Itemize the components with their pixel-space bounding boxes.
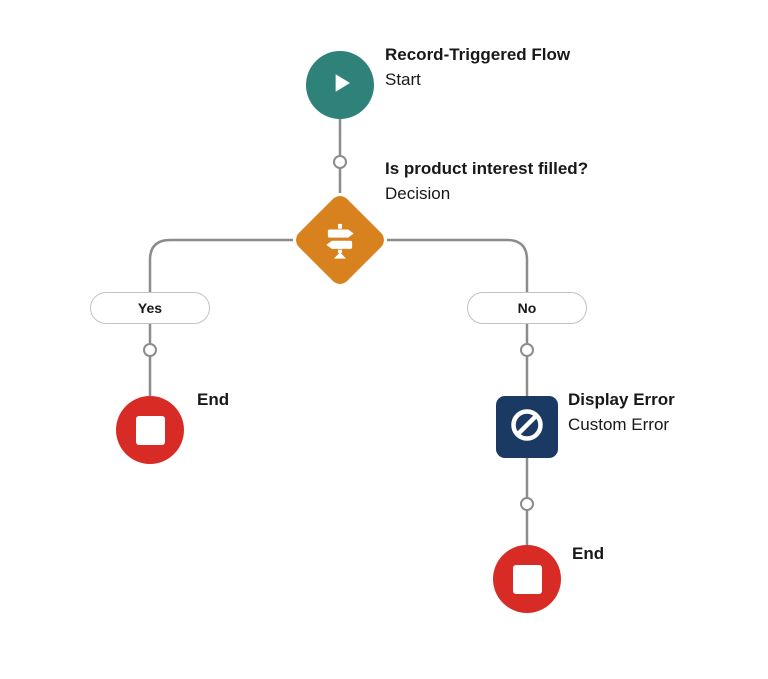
end-node-left[interactable] <box>116 396 184 464</box>
start-node-subtitle: Start <box>385 70 421 89</box>
ban-icon <box>507 405 547 450</box>
end-node-right-label: End <box>572 541 604 566</box>
decision-node-subtitle: Decision <box>385 184 451 203</box>
start-node-label: Record-Triggered Flow Start <box>385 42 570 92</box>
start-node[interactable] <box>306 51 374 119</box>
branch-label-yes-text: Yes <box>137 300 163 316</box>
stop-icon <box>135 415 165 445</box>
custom-error-node-title: Display Error <box>568 390 675 409</box>
connector-decision-to-yes <box>148 238 293 292</box>
add-element-button-error-end[interactable] <box>520 497 534 511</box>
end-node-right[interactable] <box>493 545 561 613</box>
add-element-button-start-decision[interactable] <box>333 155 347 169</box>
decision-node[interactable] <box>291 191 389 289</box>
start-node-title: Record-Triggered Flow <box>385 45 571 64</box>
branch-label-yes[interactable]: Yes <box>90 292 210 324</box>
add-element-button-yes-branch[interactable] <box>143 343 157 357</box>
end-node-left-label: End <box>197 387 229 412</box>
stop-icon <box>512 564 542 594</box>
branch-label-no-text: No <box>517 300 537 316</box>
add-element-button-no-branch[interactable] <box>520 343 534 357</box>
end-node-right-title: End <box>572 544 605 563</box>
play-icon <box>325 68 355 103</box>
custom-error-node[interactable] <box>496 396 558 458</box>
end-node-left-title: End <box>197 390 230 409</box>
custom-error-node-subtitle: Custom Error <box>568 415 670 434</box>
decision-node-label: Is product interest filled? Decision <box>385 156 588 206</box>
branch-label-no[interactable]: No <box>467 292 587 324</box>
decision-node-title: Is product interest filled? <box>385 159 589 178</box>
signpost-icon <box>319 219 361 261</box>
custom-error-node-label: Display Error Custom Error <box>568 387 675 437</box>
connector-decision-to-no <box>387 238 529 292</box>
